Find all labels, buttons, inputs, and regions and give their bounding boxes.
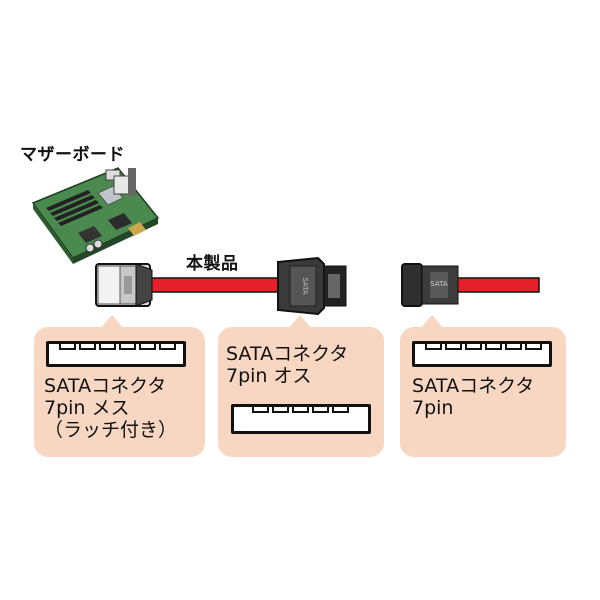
callout-pointer-left xyxy=(100,315,124,329)
panel-text-left: SATAコネクタ 7pin メス （ラッチ付き） xyxy=(44,375,178,441)
connector-diagram-left xyxy=(46,341,186,367)
callout-pointer-right xyxy=(420,315,444,329)
sata-cable: SATA SATA xyxy=(95,256,540,316)
callout-pointer-middle xyxy=(288,315,312,329)
svg-text:SATA: SATA xyxy=(430,280,448,288)
connector-diagram-right xyxy=(412,341,552,367)
product-label: 本製品 xyxy=(186,254,239,274)
callout-panel-middle xyxy=(218,327,384,457)
connector-diagram-middle xyxy=(231,404,371,434)
svg-text:SATA: SATA xyxy=(301,277,309,295)
sata-male-connector-icon: SATA xyxy=(277,256,347,316)
motherboard-label: マザーボード xyxy=(20,145,125,165)
panel-text-middle: SATAコネクタ 7pin オス xyxy=(226,343,349,387)
panel-text-right: SATAコネクタ 7pin xyxy=(412,375,535,419)
motherboard-icon xyxy=(31,167,160,264)
sata-female-latch-connector-icon xyxy=(95,263,153,307)
sata-connector-icon: SATA xyxy=(401,263,459,307)
